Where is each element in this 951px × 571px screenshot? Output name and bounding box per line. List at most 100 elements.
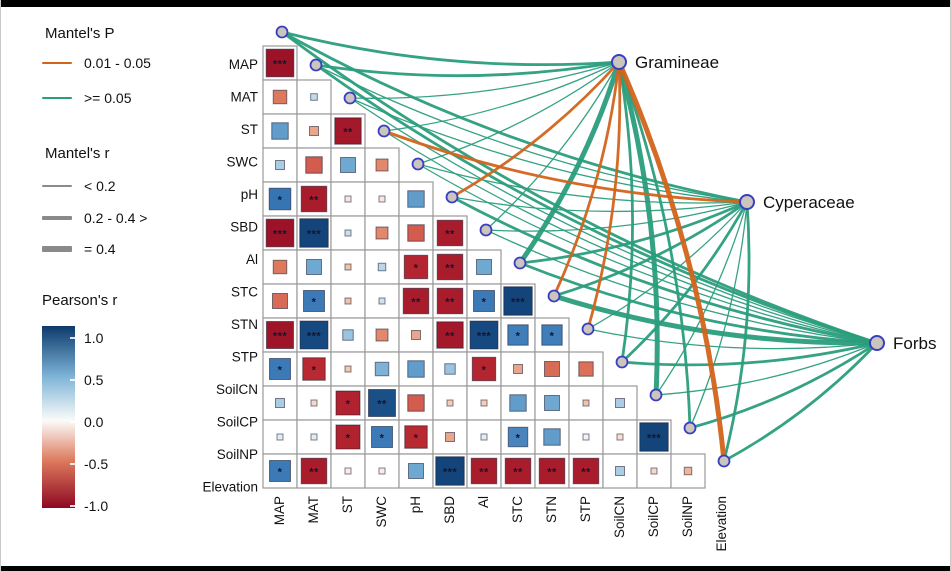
matrix-cell: *** xyxy=(466,317,502,353)
matrix-cell xyxy=(262,385,298,421)
pearson-square xyxy=(476,259,492,275)
significance-stars: * xyxy=(278,467,283,479)
matrix-cell xyxy=(568,385,604,421)
matrix-cell xyxy=(602,453,638,489)
matrix-cell: ** xyxy=(296,181,332,217)
pearson-square xyxy=(572,457,600,485)
matrix-cell xyxy=(398,181,434,217)
mantel-edge xyxy=(417,163,878,344)
matrix-cell xyxy=(398,351,434,387)
pearson-square xyxy=(275,398,285,408)
pearson-square xyxy=(615,466,625,476)
matrix-cell: ** xyxy=(432,283,468,319)
env-node xyxy=(547,289,561,303)
row-label: MAT xyxy=(231,90,259,105)
matrix-cell xyxy=(364,147,400,183)
pearson-square xyxy=(272,89,288,105)
matrix-cell xyxy=(364,181,400,217)
legend-item-r-big: = 0.4 xyxy=(42,241,116,257)
col-label: MAT xyxy=(306,496,321,524)
matrix-cell xyxy=(296,113,332,149)
matrix-cell xyxy=(296,249,332,285)
pearson-square xyxy=(378,297,386,305)
row-label: STC xyxy=(231,285,258,300)
pearson-square xyxy=(538,457,566,485)
pearson-square xyxy=(578,361,594,377)
pearson-square xyxy=(436,253,464,281)
significance-stars: ** xyxy=(547,467,557,479)
matrix-cell: * xyxy=(262,181,298,217)
matrix-cell: * xyxy=(262,351,298,387)
mantel-edge xyxy=(689,201,748,429)
env-node xyxy=(581,322,595,336)
mantel-edge xyxy=(383,61,620,132)
matrix-cell xyxy=(262,147,298,183)
matrix-cell xyxy=(636,453,672,489)
row-label: Al xyxy=(246,252,258,267)
col-label: Elevation xyxy=(714,496,729,552)
pearson-square xyxy=(375,158,389,172)
significance-stars: *** xyxy=(273,229,288,241)
col-label: STN xyxy=(544,496,559,523)
mantel-edge xyxy=(586,60,622,331)
taxon-node xyxy=(611,54,627,70)
env-node xyxy=(615,355,629,369)
pearson-square xyxy=(374,361,390,377)
matrix-cell xyxy=(534,385,570,421)
mantel-edge xyxy=(450,195,879,345)
significance-stars: * xyxy=(414,263,419,275)
figure-left-border xyxy=(0,0,1,571)
env-node xyxy=(343,91,357,105)
env-node xyxy=(411,157,425,171)
legend-item-r-mid: 0.2 - 0.4 > xyxy=(42,210,147,226)
matrix-cell: * xyxy=(466,283,502,319)
matrix-cell xyxy=(364,351,400,387)
pearson-square xyxy=(507,426,529,448)
pearson-square xyxy=(436,219,464,247)
row-label: STP xyxy=(232,350,258,365)
mantel-edge xyxy=(722,200,751,463)
significance-stars: * xyxy=(312,297,317,309)
legend-mantel-p-title: Mantel's P xyxy=(45,25,115,42)
pearson-square xyxy=(344,297,352,305)
pearson-square xyxy=(436,321,464,349)
significance-stars: *** xyxy=(647,433,662,445)
pearson-square xyxy=(407,360,425,378)
mantel-edge xyxy=(518,200,749,265)
matrix-cell: ** xyxy=(432,249,468,285)
matrix-cell xyxy=(500,385,536,421)
pearson-square xyxy=(378,467,386,475)
pearson-square xyxy=(344,229,352,237)
pearson-square xyxy=(269,358,291,380)
matrix-cell: * xyxy=(296,351,332,387)
matrix-cell: *** xyxy=(296,317,332,353)
pearson-square xyxy=(582,399,590,407)
pearson-square xyxy=(303,290,325,312)
row-label: MAP xyxy=(229,57,258,72)
significance-stars: ** xyxy=(445,331,455,343)
col-label: pH xyxy=(408,496,423,513)
pearson-square xyxy=(408,463,424,479)
mantel-edge xyxy=(655,342,878,396)
mantel-edge xyxy=(280,30,621,67)
mantel-edge xyxy=(617,60,692,430)
matrix-cell: * xyxy=(534,317,570,353)
matrix-cell xyxy=(466,249,502,285)
figure-bottom-border xyxy=(0,566,951,571)
matrix-cell xyxy=(262,79,298,115)
pearson-square xyxy=(541,324,563,346)
mantel-edge xyxy=(450,60,621,199)
colorbar-tick: 0.5 xyxy=(84,372,104,388)
pearson-square xyxy=(342,329,354,341)
col-label: SoilCP xyxy=(646,496,661,537)
matrix-cell: ** xyxy=(466,453,502,489)
pearson-square xyxy=(582,433,590,441)
significance-stars: *** xyxy=(307,331,322,343)
mantel-edge xyxy=(485,229,878,344)
matrix-cell xyxy=(364,215,400,251)
pearson-square xyxy=(480,433,488,441)
pearson-square xyxy=(305,156,323,174)
significance-stars: ** xyxy=(377,399,387,411)
mantel-edge xyxy=(417,61,620,165)
